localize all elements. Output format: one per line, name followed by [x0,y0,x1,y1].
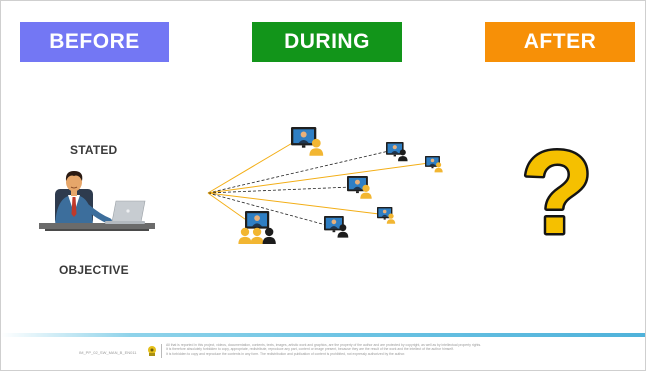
footer-copyright-notice: All that is reported in this project, vi… [166,343,606,356]
after-header: AFTER [485,22,635,62]
footer-notice-line-2: It is therefore absolutely forbidden to … [166,347,454,352]
footer-divider [161,344,162,358]
footer-notice-line-3: It is forbidden to copy and reproduce th… [166,351,406,356]
line-to-node-3 [207,162,430,194]
line-to-node-1 [207,141,295,194]
video-call-node-1 [291,127,324,156]
svg-text:?: ? [521,127,593,259]
footer-code: IM_PP_02_SW_MAN_B_EN011 [79,350,137,355]
video-call-node-7 [238,211,276,244]
before-header: BEFORE [20,22,169,62]
video-call-node-5 [377,207,396,224]
video-call-node-6 [324,216,349,238]
line-to-node-5 [207,192,380,215]
video-call-node-4 [347,176,372,199]
footer-logo-icon [148,346,156,356]
line-to-node-2 [207,150,390,194]
objective-label: OBJECTIVE [59,263,129,277]
man-at-desk-illustration [39,171,155,231]
question-mark-icon: ? [518,125,595,262]
footer-notice-line-1: All that is reported in this project, vi… [166,343,482,347]
stated-label: STATED [70,143,118,157]
line-to-node-4 [207,186,352,194]
footer-gradient-line [1,333,645,337]
line-to-node-6 [207,192,327,226]
video-call-node-2 [386,142,408,162]
video-call-node-3 [425,156,443,173]
during-header: DURING [252,22,402,62]
